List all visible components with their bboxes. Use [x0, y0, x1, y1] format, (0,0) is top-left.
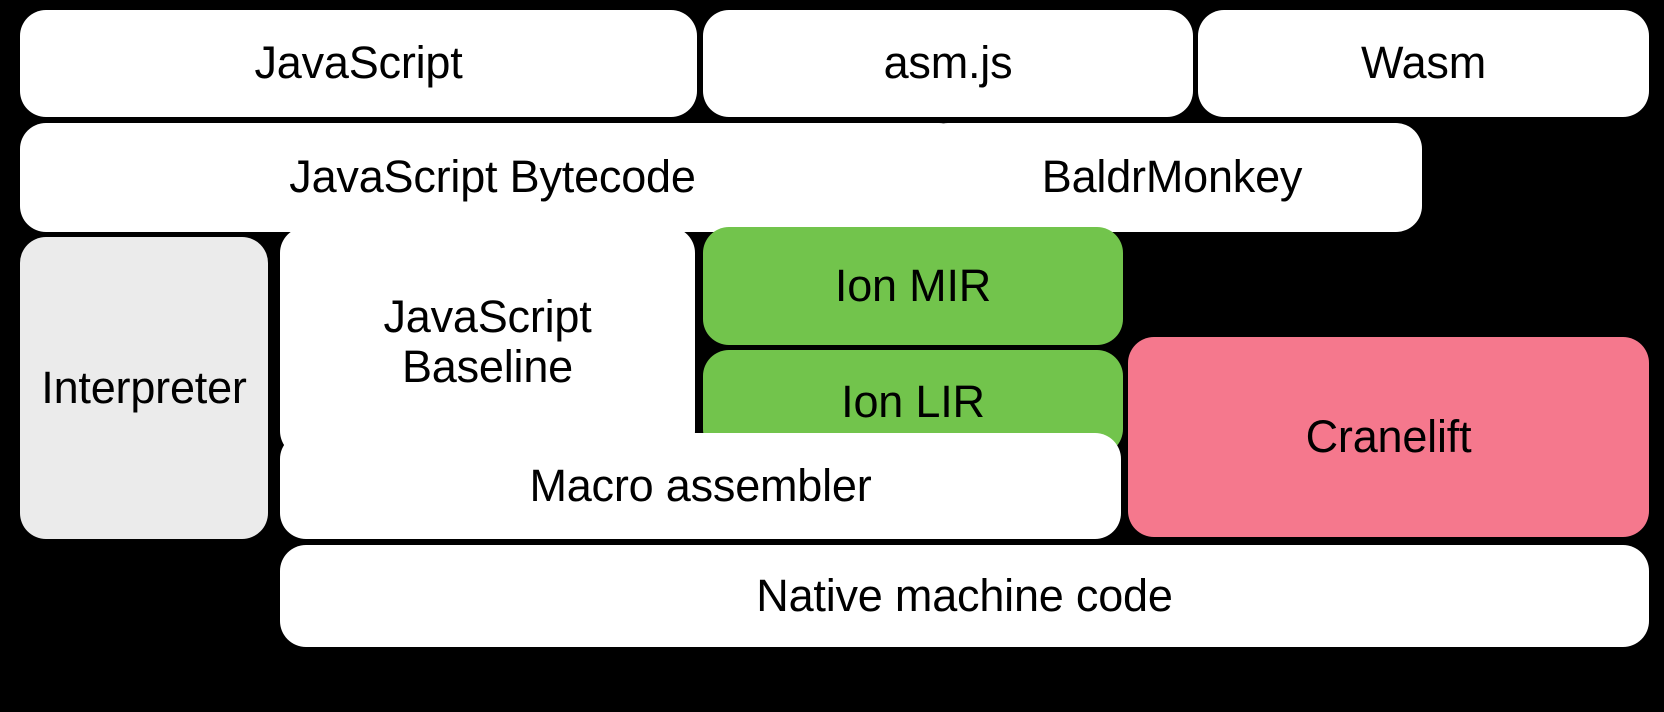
node-javascript-bytecode: JavaScript Bytecode [20, 123, 965, 232]
node-wasm: Wasm [1198, 10, 1649, 117]
node-native-machine-code: Native machine code [280, 545, 1649, 647]
node-macro-assembler: Macro assembler [280, 433, 1121, 539]
node-ion-mir: Ion MIR [703, 227, 1123, 345]
node-javascript: JavaScript [20, 10, 697, 117]
node-cranelift: Cranelift [1128, 337, 1649, 537]
node-interpreter: Interpreter [20, 237, 268, 539]
node-asm-js: asm.js [703, 10, 1193, 117]
node-baldrmonkey: BaldrMonkey [922, 123, 1422, 232]
node-javascript-baseline: JavaScript Baseline [280, 227, 695, 457]
